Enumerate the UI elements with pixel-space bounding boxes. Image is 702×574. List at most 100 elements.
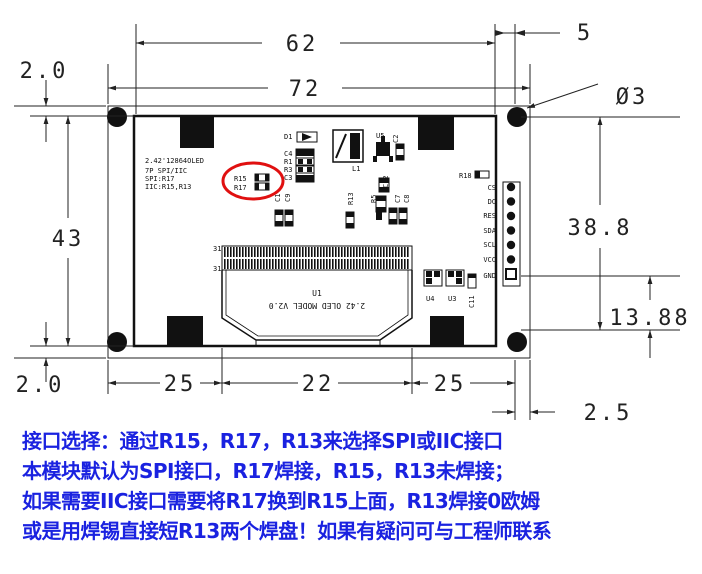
flex-pin: [344, 247, 346, 257]
flex-pin: [239, 259, 241, 269]
r18-label: R18: [459, 172, 472, 180]
flex-pin: [257, 259, 259, 269]
flex-pin: [398, 259, 400, 269]
flex-pin: [248, 247, 250, 257]
pin-label-scl: SCL: [483, 241, 496, 249]
flex-pin: [269, 259, 271, 269]
regulator-u5: [373, 136, 393, 162]
flex-pin: [242, 247, 244, 257]
header-pin: [506, 211, 516, 221]
r5-label: R5: [370, 195, 378, 203]
dim-72: 72: [289, 77, 322, 102]
flex-pin: [317, 259, 319, 269]
flex-pin: [356, 259, 358, 269]
flex-pin: [341, 247, 343, 257]
flex-pin: [404, 247, 406, 257]
flex-pin: [314, 247, 316, 257]
mounting-hole-top-left: [107, 107, 127, 127]
flex-pin: [230, 247, 232, 257]
flex-pin: [254, 247, 256, 257]
flex-pin: [275, 247, 277, 257]
info-line-1: 2.42'12864OLED: [145, 157, 204, 165]
flex-pin: [380, 259, 382, 269]
flex-pin: [362, 247, 364, 257]
flex-pin: [260, 247, 262, 257]
flex-pin: [281, 247, 283, 257]
header-pin: [506, 240, 516, 250]
header-pin: [506, 182, 516, 192]
flex-pin: [266, 247, 268, 257]
flex-pin: [353, 247, 355, 257]
note-line-3: 如果需要IIC接口需要将R17换到R15上面，R13焊接0欧姆: [22, 489, 540, 513]
flex-pin: [314, 259, 316, 269]
flex-pin: [365, 247, 367, 257]
flex-pin: [335, 259, 337, 269]
flex-pin: [401, 247, 403, 257]
c1-label: C1: [274, 194, 282, 202]
dim-13-88: 13.88: [609, 306, 690, 331]
flex-pin: [281, 259, 283, 269]
dim-hole: Ø3: [616, 85, 649, 110]
flex-pin: [242, 259, 244, 269]
dim-62: 62: [286, 32, 319, 57]
pin-header-outline: [502, 181, 521, 287]
u4-label: U4: [426, 295, 434, 303]
r1-label: R1: [284, 158, 292, 166]
flex-pin: [347, 247, 349, 257]
flex-pin: [350, 259, 352, 269]
flex-pin: [302, 259, 304, 269]
flex-pin: [386, 259, 388, 269]
flex-pin: [311, 247, 313, 257]
pin-label-vcc: VCC: [483, 256, 496, 264]
flex-pin: [227, 259, 229, 269]
flex-pin: [263, 259, 265, 269]
u1-label: U1: [312, 289, 322, 298]
flex-pin: [377, 247, 379, 257]
flex-pin: [338, 247, 340, 257]
ics-u4-u3: [423, 269, 465, 287]
pad-top-left: [180, 116, 214, 148]
flex-pin: [302, 247, 304, 257]
header-pin: [506, 255, 516, 264]
c3-label: C3: [284, 174, 292, 182]
dim-25-right: 25: [434, 372, 467, 397]
flex-pin: [287, 259, 289, 269]
dim-5: 5: [577, 21, 593, 46]
flex-pin: [353, 259, 355, 269]
flex-pin: [389, 259, 391, 269]
pad-top-right: [418, 116, 454, 150]
flex-pin: [272, 247, 274, 257]
flex-pin: [308, 259, 310, 269]
flex-connector-pins: [224, 247, 409, 269]
flex-pin: [386, 247, 388, 257]
flex-pin: [308, 247, 310, 257]
c11-label: C11: [468, 295, 476, 308]
flex-pin: [293, 259, 295, 269]
flex-pin: [233, 247, 235, 257]
flex-pin: [407, 259, 409, 269]
passives-r5-c7-c8: [375, 195, 408, 225]
header-pin: [506, 226, 516, 235]
flex-pin: [401, 259, 403, 269]
flex-pin: [395, 247, 397, 257]
c9-label: C9: [284, 194, 292, 202]
flex-pin: [260, 259, 262, 269]
r17-label: R17: [234, 184, 247, 192]
flex-pin: [299, 259, 301, 269]
flex-pin: [230, 259, 232, 269]
r15-label: R15: [234, 175, 247, 183]
flex-pin: [290, 247, 292, 257]
hole-leader: [526, 83, 599, 109]
flex-pin: [227, 247, 229, 257]
c4-label: C4: [284, 150, 292, 158]
flex-pin: [332, 247, 334, 257]
dim-2-0-bottom: 2.0: [16, 373, 65, 398]
u3-label: U3: [448, 295, 456, 303]
flex-pin: [284, 247, 286, 257]
flex-pin: [323, 259, 325, 269]
flex-pin: [224, 259, 226, 269]
flex-pin: [224, 247, 226, 257]
mounting-hole-top-right: [507, 107, 527, 127]
flex-pin: [284, 259, 286, 269]
flex-pin: [236, 259, 238, 269]
